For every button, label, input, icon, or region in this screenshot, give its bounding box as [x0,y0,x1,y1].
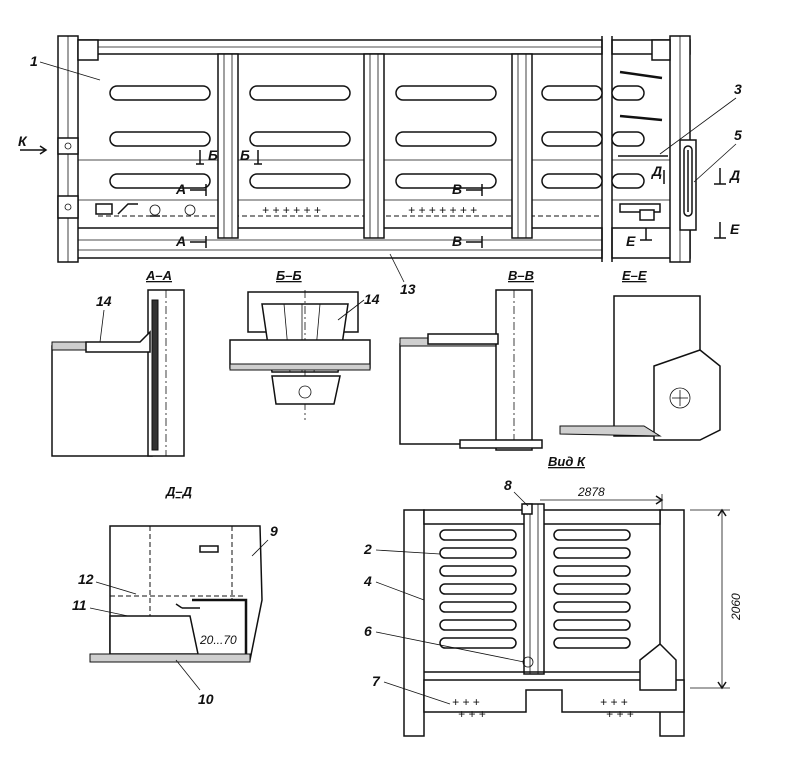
section-title-bb: Б–Б [276,268,302,283]
callout-12: 12 [78,571,94,587]
corrugations [109,85,645,189]
svg-text:+ + + + + +: + + + + + + [262,203,321,217]
marker-a-bottom: А [175,233,186,249]
marker-e-left: Е [626,233,636,249]
marker-e-right: Е [730,221,740,237]
view-k: Вид К + + + + + + + + + + + + [363,454,743,737]
callout-3: 3 [734,81,742,97]
callout-11: 11 [72,597,87,613]
marker-b-top: Б [208,147,218,163]
side-wall-view: + + + + + + + + + + + + + [57,35,697,263]
dimension-height: 2060 [729,593,743,621]
stanchion-2 [363,53,385,239]
callout-10: 10 [198,691,214,707]
section-dd: Д–Д 20...70 9 12 11 10 [72,484,278,707]
svg-text:+ + +: + + + [452,695,480,709]
callout-4: 4 [363,573,372,589]
section-title-view-k: Вид К [548,454,586,469]
section-title-vv: В–В [508,268,534,283]
section-title-aa: А–А [145,268,172,283]
marker-k: К [18,133,28,149]
callout-14a: 14 [96,293,112,309]
section-ee: Е–Е [559,268,721,441]
dimension-width: 2878 [577,485,605,499]
marker-d-right: Д [729,167,740,183]
marker-b-sec: Б [240,147,250,163]
rivets: + + + + + + + + + + + + + [262,203,477,217]
callout-8: 8 [504,477,512,493]
section-title-ee: Е–Е [622,268,647,283]
callout-14b: 14 [364,291,380,307]
dimension-gap: 20...70 [199,633,237,647]
callout-6: 6 [364,623,372,639]
svg-text:+ + + + + + +: + + + + + + + [408,203,477,217]
callout-2: 2 [363,541,372,557]
svg-text:+ + +: + + + [458,707,486,721]
section-aa: А–А 14 [51,268,185,457]
section-bb: Б–Б 14 [229,268,380,420]
stanchion-1 [217,53,239,239]
callout-1: 1 [30,53,38,69]
section-title-dd: Д–Д [165,484,193,499]
marker-d-left: Д [651,163,662,179]
svg-text:+ + +: + + + [600,695,628,709]
callout-5: 5 [734,127,742,143]
marker-a-top: А [175,181,186,197]
callout-9: 9 [270,523,278,539]
marker-v-top: В [452,181,462,197]
section-arrow-icon [20,145,48,155]
stanchion-3 [511,53,533,239]
callout-13: 13 [400,281,416,297]
marker-v-bottom: В [452,233,462,249]
callout-7: 7 [372,673,381,689]
svg-text:+ + +: + + + [606,707,634,721]
section-vv: В–В [399,268,543,451]
